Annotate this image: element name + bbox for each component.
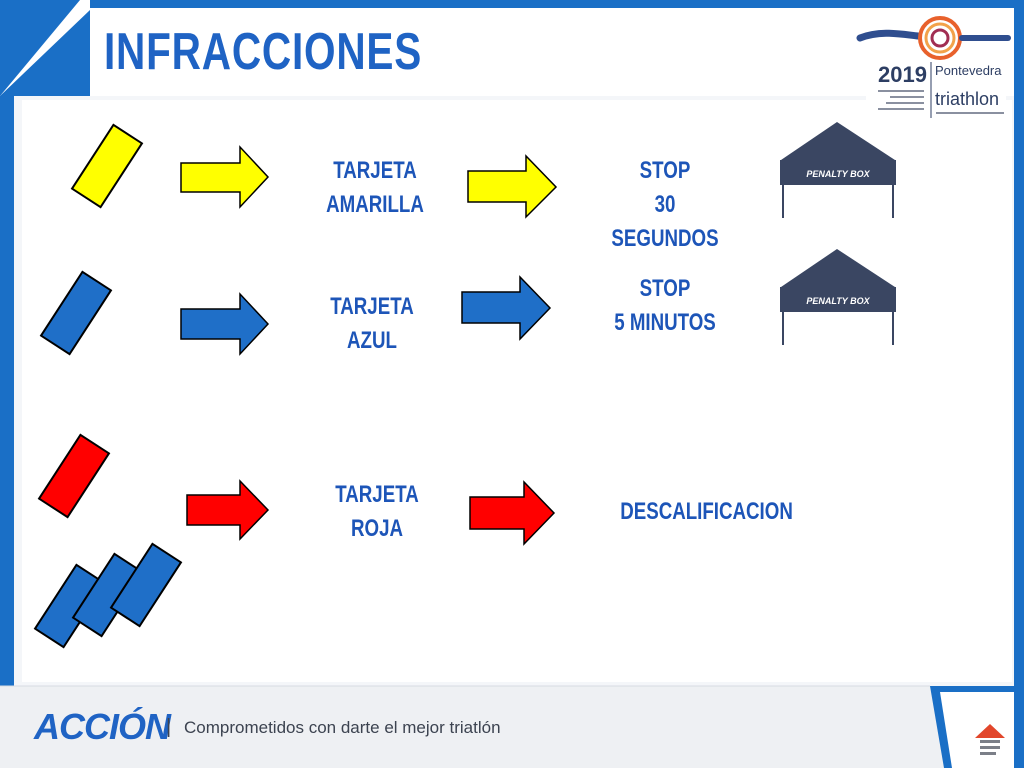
red-arrow-1 xyxy=(186,479,270,541)
red-arrow-2 xyxy=(469,480,556,546)
yellow-card-label: TARJETA AMARILLA xyxy=(326,157,424,218)
penalty-box-label-1: PENALTY BOX xyxy=(806,169,870,179)
corner-logo-icon xyxy=(975,724,1005,738)
logo-swim-line xyxy=(856,29,922,42)
red-card-label: TARJETA ROJA xyxy=(335,481,419,542)
triathlon-logo xyxy=(856,16,1011,122)
red-penalty-label: DESCALIFICACION xyxy=(620,498,793,525)
penalty-box-tent-2: PENALTY BOX xyxy=(780,249,896,345)
blue-card xyxy=(39,270,113,356)
blue-arrow-2 xyxy=(461,275,552,341)
penalty-box-tent-1: PENALTY BOX xyxy=(780,122,896,218)
frame-left-bar xyxy=(0,96,14,686)
footer-separator: | xyxy=(166,716,172,738)
page-title: INFRACCIONES xyxy=(104,23,423,81)
footer-corner-inner xyxy=(940,692,1014,768)
footer-brand: ACCIÓN xyxy=(34,706,171,747)
footer-band xyxy=(0,686,1024,768)
blue-arrow-1 xyxy=(180,292,270,356)
logo-year: 2019 xyxy=(878,62,927,87)
yellow-arrow-2 xyxy=(467,154,558,219)
footer-tagline: Comprometidos con darte el mejor triatló… xyxy=(184,718,501,737)
red-card xyxy=(37,433,111,519)
logo-word: triathlon xyxy=(935,89,1000,109)
logo-city: Pontevedra xyxy=(935,63,1002,78)
yellow-arrow-1 xyxy=(180,145,270,209)
yellow-penalty-label: STOP 30 SEGUNDOS xyxy=(611,157,719,252)
frame-top-left-corner xyxy=(0,0,80,96)
frame-top-bar xyxy=(90,0,1024,8)
blue-penalty-label: STOP 5 MINUTOS xyxy=(614,275,716,336)
blue-card-label: TARJETA AZUL xyxy=(330,293,414,354)
yellow-card xyxy=(70,123,144,209)
penalty-box-label-2: PENALTY BOX xyxy=(806,296,870,306)
frame-right-bar xyxy=(1014,0,1024,768)
blue-card-stack-3 xyxy=(109,542,183,628)
